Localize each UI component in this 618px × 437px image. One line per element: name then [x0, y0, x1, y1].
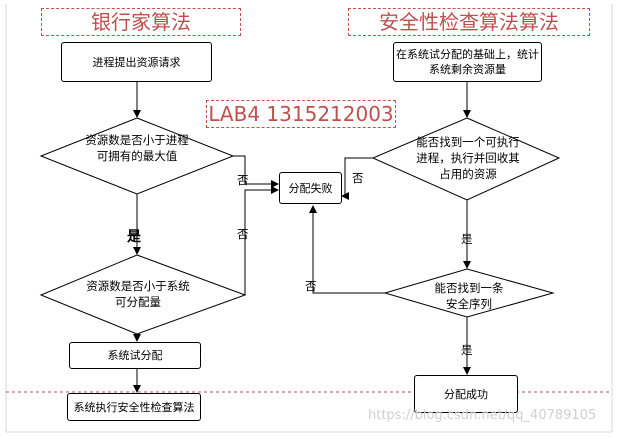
no-label-left-d2: 否: [237, 227, 249, 241]
right-decision1-text: 能否找到一个可执行进程，执行并回收其占用的资源: [416, 135, 520, 181]
yes-label-right2: 是: [461, 343, 473, 357]
request-label: 进程提出资源请求: [92, 55, 181, 69]
fail-box: 分配失败: [279, 172, 342, 204]
right-title: 安全性检查算法算法: [348, 8, 590, 36]
run-safety-label: 系统执行安全性检查算法: [73, 400, 195, 414]
left-decision1-text: 资源数是否小于进程可拥有的最大值: [85, 133, 189, 163]
run-safety-box: 系统执行安全性检查算法: [67, 393, 201, 421]
no-label-right-d2: 否: [305, 279, 317, 293]
right-decision2-text: 能否找到一条安全序列: [434, 281, 504, 311]
left-decision2-text: 资源数是否小于系统可分配量: [86, 279, 190, 309]
arrow-right-d1-no-to-fail: [341, 157, 373, 200]
fail-label: 分配失败: [288, 181, 333, 195]
request-box: 进程提出资源请求: [61, 42, 212, 82]
left-title: 银行家算法: [41, 8, 241, 36]
right-start-label: 在系统试分配的基础上，统计系统剩余资源量: [396, 48, 539, 76]
lab-label: LAB4 1315212003: [206, 100, 396, 128]
success-box: 分配成功: [414, 375, 518, 413]
yes-label-right1: 是: [461, 232, 473, 246]
arrow-left-d1-no-to-fail: [233, 155, 279, 188]
success-label: 分配成功: [444, 387, 488, 401]
arrow-right-d2-no-to-fail: [309, 205, 385, 294]
no-label-right-d1: 否: [352, 171, 364, 185]
yes-label-left: 是: [127, 229, 141, 245]
trial-alloc-box: 系统试分配: [69, 342, 201, 369]
watermark-text: https://blog.csdn.net/qq_40789105: [368, 408, 597, 423]
no-label-left-d1: 否: [237, 173, 249, 187]
trial-alloc-label: 系统试分配: [107, 349, 163, 362]
arrow-left-d2-no-to-fail: [244, 186, 279, 295]
right-start-box: 在系统试分配的基础上，统计系统剩余资源量: [393, 42, 542, 82]
